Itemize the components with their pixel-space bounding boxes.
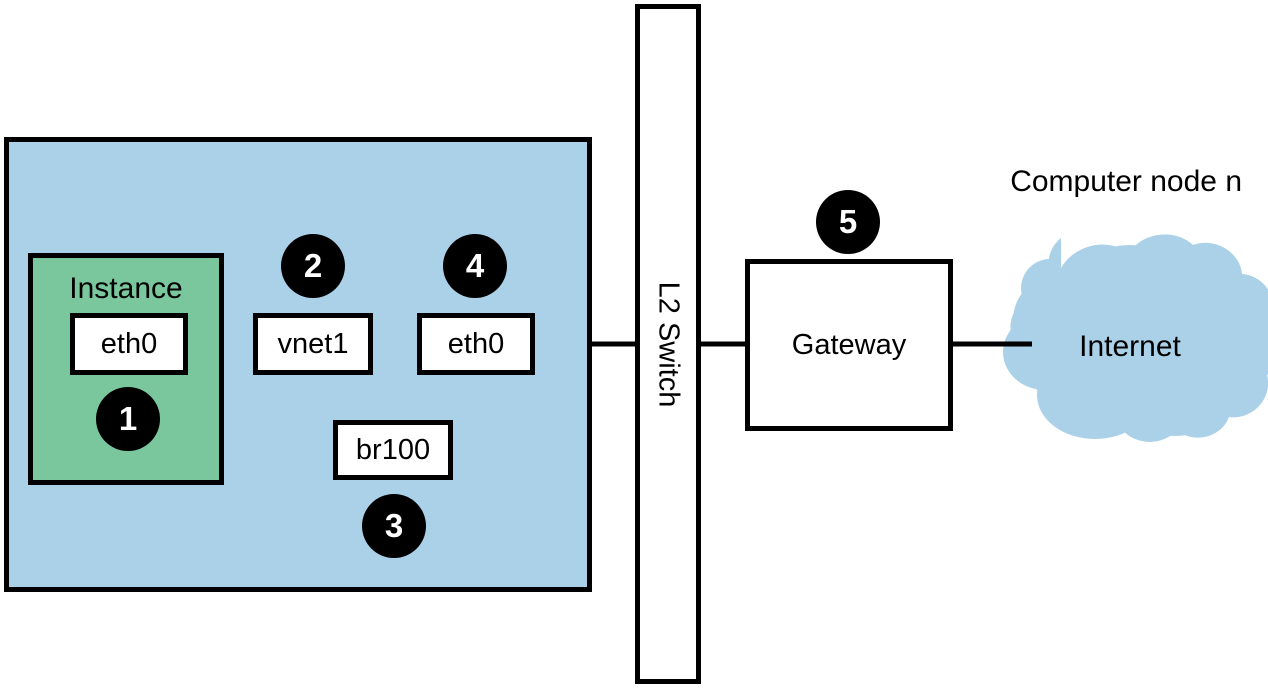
instance-label: Instance — [69, 272, 183, 305]
badge-3: 3 — [362, 494, 426, 558]
compute-node-title: Computer node n — [1010, 165, 1242, 198]
l2-switch-box[interactable] — [635, 4, 701, 684]
vnet1-box[interactable]: vnet1 — [253, 313, 373, 375]
internet-label: Internet — [1079, 330, 1181, 363]
badge-4: 4 — [443, 234, 507, 298]
badge-2: 2 — [281, 234, 345, 298]
cloud-icon — [1003, 234, 1268, 442]
badge-5: 5 — [816, 190, 880, 254]
gateway-box[interactable]: Gateway — [745, 259, 953, 431]
instance-eth0-box[interactable]: eth0 — [70, 313, 188, 375]
badge-1: 1 — [96, 387, 160, 451]
host-eth0-box[interactable]: eth0 — [417, 313, 535, 375]
br100-bridge-box[interactable]: br100 — [333, 420, 453, 480]
